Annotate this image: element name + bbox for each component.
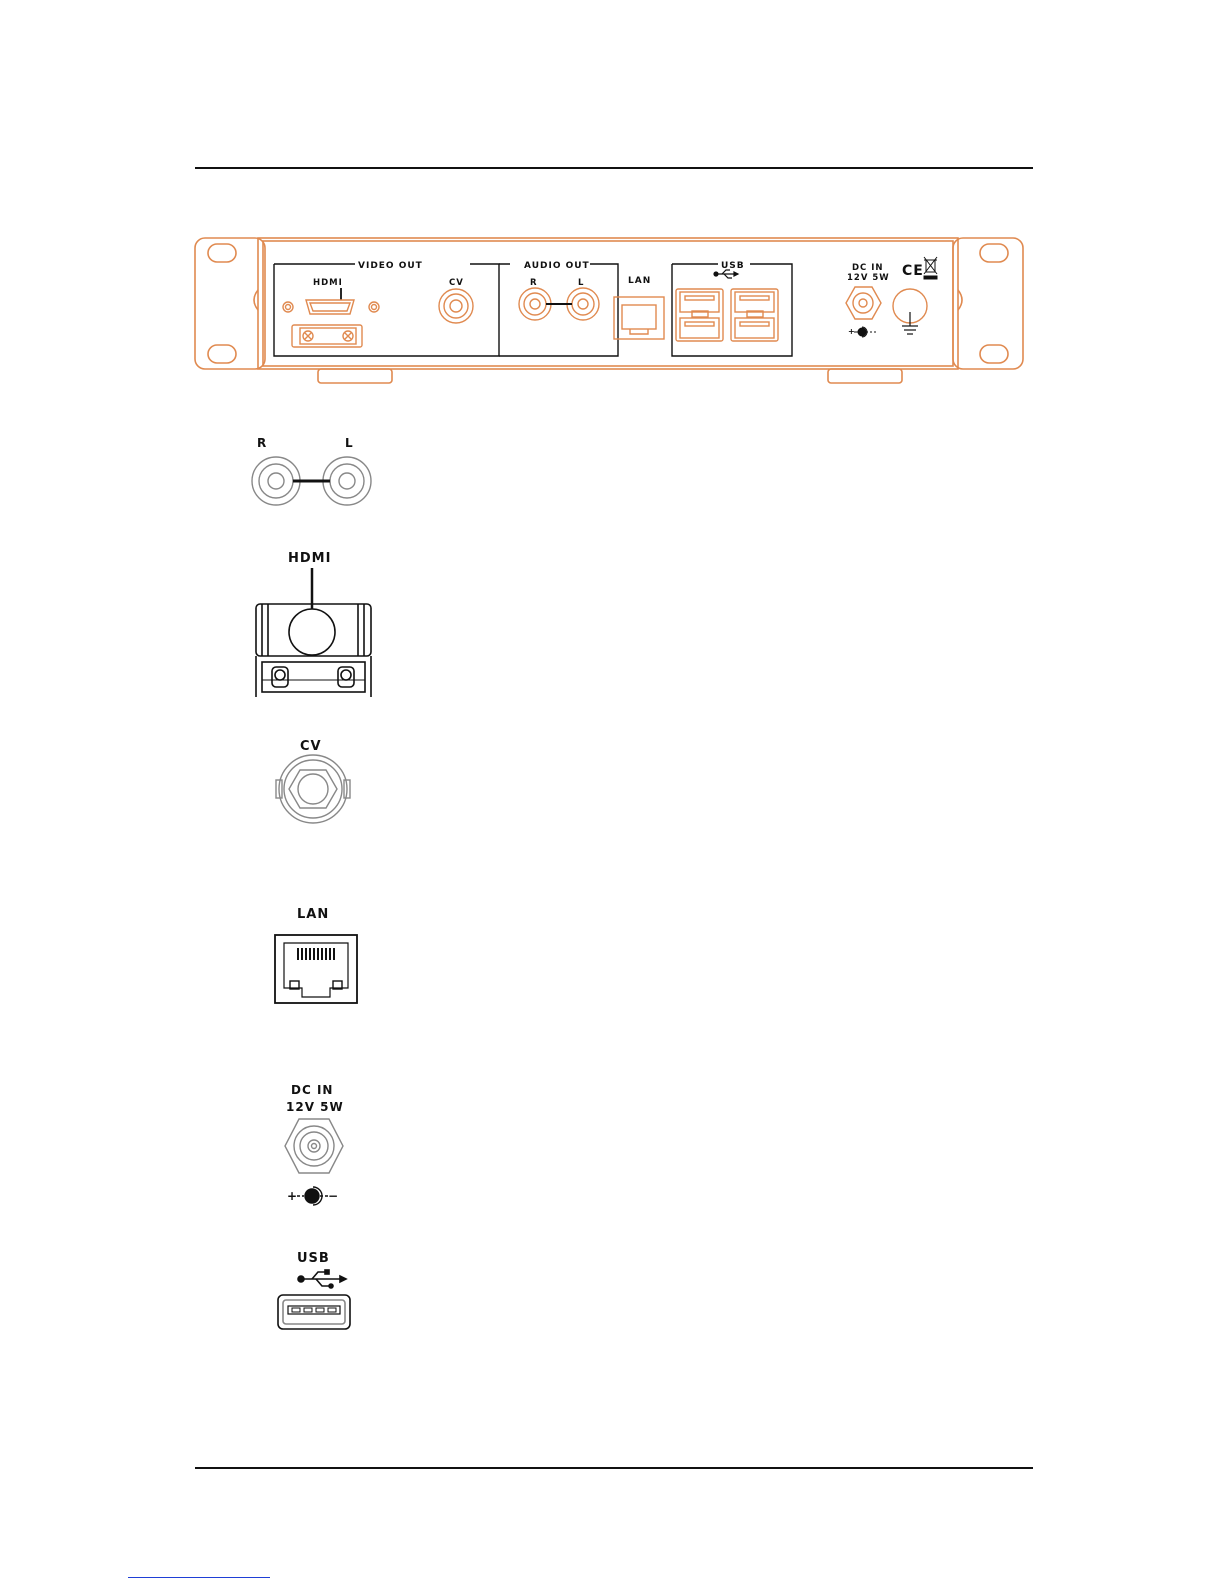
dc-in-label: DC IN (291, 1083, 333, 1097)
lan-connector-detail: LAN (0, 895, 500, 1005)
dc-polarity-symbol (297, 1187, 328, 1205)
video-out-label: VIDEO OUT (358, 261, 423, 271)
panel-lan-port (614, 297, 664, 339)
ground-icon (902, 312, 918, 334)
panel-cv-label: CV (449, 278, 464, 288)
panel-usb-ports (676, 289, 778, 341)
audio-r-label: R (257, 436, 267, 450)
cv-label: CV (300, 739, 322, 754)
panel-lan-label: LAN (628, 276, 651, 286)
audio-l-label: L (345, 436, 354, 450)
weee-bin-icon (924, 257, 937, 279)
panel-dc-in-label: DC IN (852, 263, 884, 273)
panel-audio-ports (519, 288, 599, 320)
footer-link-underline[interactable] (128, 1577, 270, 1578)
hdmi-label: HDMI (288, 551, 331, 566)
panel-l-label: L (578, 278, 584, 288)
rear-panel-diagram: VIDEO OUT AUDIO OUT USB HDMI CV R L LAN (0, 0, 1225, 420)
ce-mark: CE (902, 263, 924, 279)
usb-label: USB (297, 1251, 330, 1266)
lan-pins (298, 948, 334, 960)
panel-dc-spec-label: 12V 5W (847, 273, 890, 283)
panel-cv-port (439, 289, 473, 323)
audio-connector-detail: R L (0, 420, 500, 520)
dc-minus-label: − (328, 1189, 339, 1203)
hdmi-connector-detail: HDMI (0, 540, 500, 710)
lan-label: LAN (297, 907, 329, 922)
usb-connector-detail: USB (0, 1240, 500, 1340)
usb-symbol-icon (298, 1270, 346, 1288)
panel-dc-port (846, 287, 881, 319)
audio-out-label: AUDIO OUT (524, 261, 590, 271)
dc-plus-label: + (287, 1189, 298, 1203)
panel-polarity-symbol (854, 327, 878, 337)
dc-in-connector-detail: DC IN 12V 5W + − (0, 1070, 500, 1210)
panel-hdmi-label: HDMI (313, 278, 343, 288)
panel-usb-symbol (714, 270, 738, 278)
panel-r-label: R (530, 278, 538, 288)
footer-rule (195, 1467, 1033, 1469)
dc-in-spec-label: 12V 5W (286, 1100, 344, 1114)
panel-hdmi-port (283, 288, 379, 347)
cv-connector-detail: CV (0, 730, 500, 830)
panel-usb-label: USB (721, 261, 745, 271)
